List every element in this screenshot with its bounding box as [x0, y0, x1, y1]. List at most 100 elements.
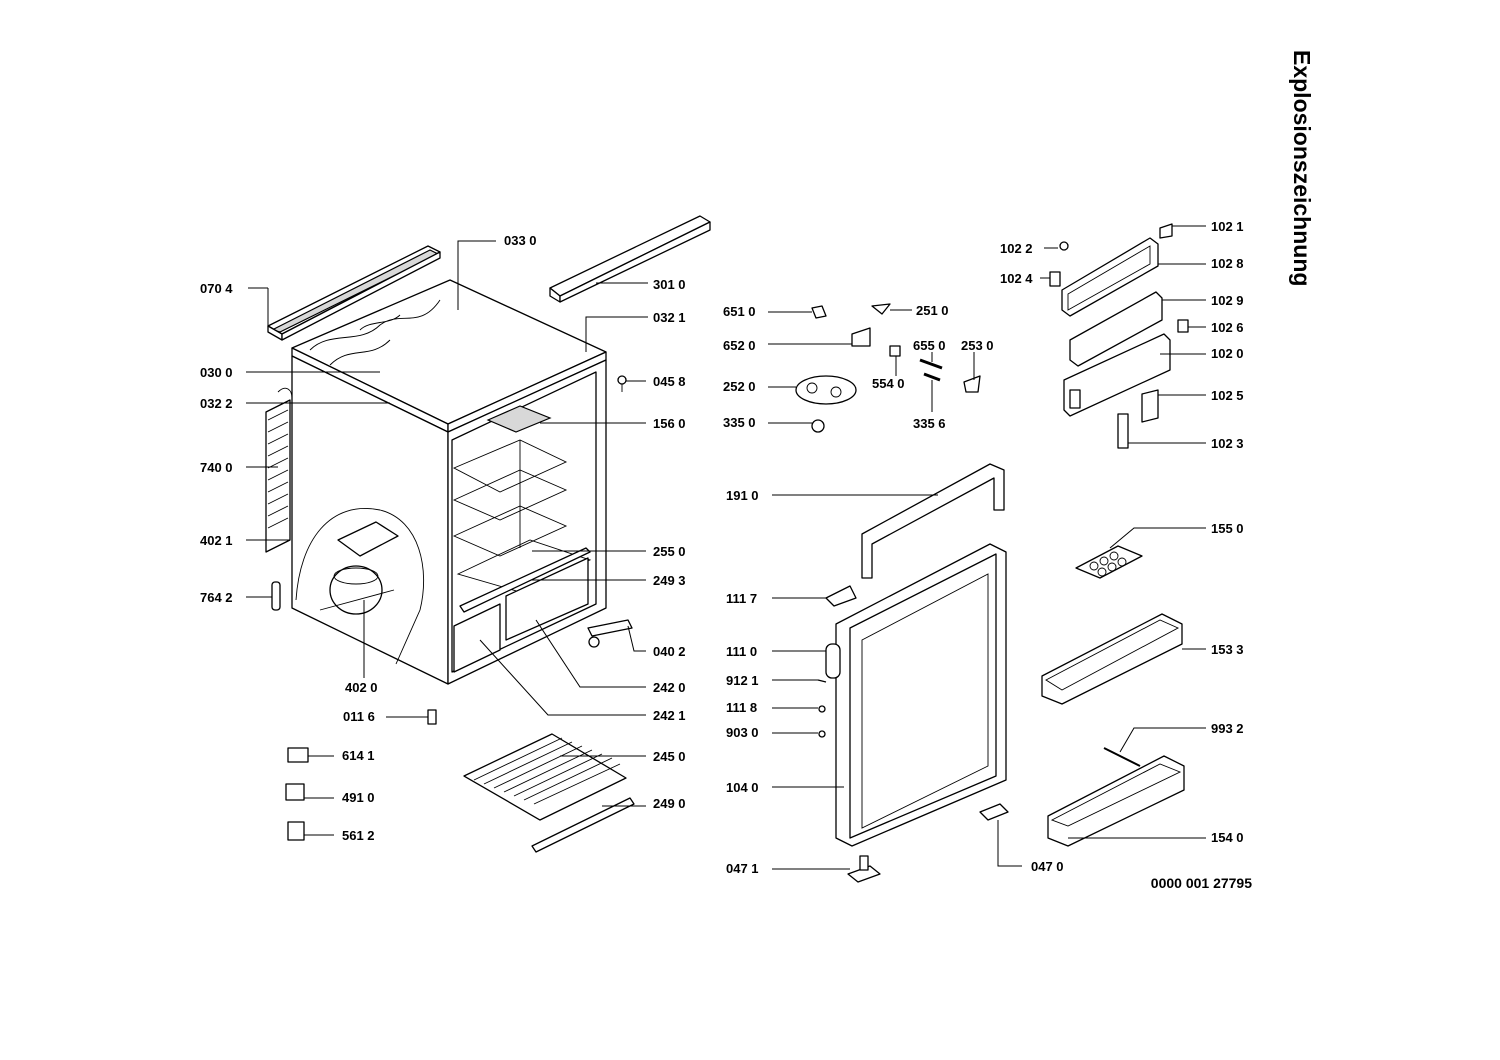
clip — [963, 375, 981, 393]
part-labels: 070 4 033 0 301 0 032 1 030 0 032 2 045 … — [200, 219, 1244, 876]
egg-tray — [1075, 545, 1143, 579]
label-402-0: 402 0 — [345, 680, 378, 695]
glass-shelves — [452, 439, 592, 593]
screw-102-2 — [1059, 241, 1069, 251]
door-assembly — [817, 463, 1009, 883]
label-251-0: 251 0 — [916, 303, 949, 318]
label-253-0: 253 0 — [961, 338, 994, 353]
label-156-0: 156 0 — [653, 416, 686, 431]
rod-2 — [923, 372, 941, 382]
thermostat-part — [287, 747, 309, 763]
label-903-0: 903 0 — [726, 725, 759, 740]
door-gasket — [861, 463, 1005, 579]
label-153-3: 153 3 — [1211, 642, 1244, 657]
label-111-7: 111 7 — [726, 591, 757, 606]
label-554-0: 554 0 — [872, 376, 905, 391]
compressor — [319, 565, 395, 615]
label-032-2: 032 2 — [200, 396, 233, 411]
top-frame — [549, 215, 711, 297]
lamp-holder — [285, 783, 305, 801]
label-245-0: 245 0 — [653, 749, 686, 764]
label-040-2: 040 2 — [653, 644, 686, 659]
thermostat-knob — [851, 327, 871, 347]
drawing-title: Explosionszeichnung — [1289, 50, 1315, 287]
label-242-1: 242 1 — [653, 708, 686, 723]
label-402-1: 402 1 — [200, 533, 233, 548]
screw-111-8 — [818, 705, 826, 713]
label-335-6: 335 6 — [913, 416, 946, 431]
label-491-0: 491 0 — [342, 790, 375, 805]
label-045-8: 045 8 — [653, 374, 686, 389]
label-301-0: 301 0 — [653, 277, 686, 292]
label-154-0: 154 0 — [1211, 830, 1244, 845]
trim-strip — [531, 797, 635, 853]
top-grille — [267, 245, 441, 341]
label-102-0: 102 0 — [1211, 346, 1244, 361]
label-335-0: 335 0 — [723, 415, 756, 430]
door-shelf-lower — [1047, 755, 1185, 847]
freezer-and-shelves — [1041, 223, 1189, 847]
label-102-6: 102 6 — [1211, 320, 1244, 335]
refrigerator-cabinet — [265, 215, 711, 853]
label-993-2: 993 2 — [1211, 721, 1244, 736]
screw-912-1 — [817, 679, 827, 683]
foot — [427, 709, 437, 725]
label-252-0: 252 0 — [723, 379, 756, 394]
screw-045-8 — [617, 375, 627, 392]
switch — [889, 345, 901, 357]
label-033-0: 033 0 — [504, 233, 537, 248]
label-102-8: 102 8 — [1211, 256, 1244, 271]
label-764-2: 764 2 — [200, 590, 233, 605]
label-249-0: 249 0 — [653, 796, 686, 811]
hinge-102-6 — [1177, 319, 1189, 333]
label-070-4: 070 4 — [200, 281, 233, 296]
bottle-retainer — [1103, 747, 1141, 767]
label-242-0: 242 0 — [653, 680, 686, 695]
hinge-040-2 — [587, 619, 633, 648]
label-102-5: 102 5 — [1211, 388, 1244, 403]
leader-lines — [246, 225, 1206, 870]
label-912-1: 912 1 — [726, 673, 759, 688]
hinge-cover — [825, 585, 857, 607]
freezer-handle — [1069, 389, 1081, 409]
freezer-door — [1063, 333, 1171, 417]
door-handle — [825, 643, 841, 679]
hinge-047-0 — [979, 803, 1009, 821]
condenser — [265, 387, 293, 560]
door-shelf-upper — [1041, 613, 1183, 705]
clip-102-4 — [1049, 271, 1061, 287]
control-parts — [795, 303, 981, 433]
label-561-2: 561 2 — [342, 828, 375, 843]
freezer-flap-frame — [1061, 237, 1159, 317]
label-102-3: 102 3 — [1211, 436, 1244, 451]
dryer-filter — [271, 581, 281, 611]
label-249-3: 249 3 — [653, 573, 686, 588]
label-102-4: 102 4 — [1000, 271, 1033, 286]
label-104-0: 104 0 — [726, 780, 759, 795]
screw-903-0 — [818, 730, 826, 738]
knob — [811, 419, 825, 433]
label-047-1: 047 1 — [726, 861, 759, 876]
label-011-6: 011 6 — [343, 709, 375, 724]
label-030-0: 030 0 — [200, 365, 233, 380]
label-614-1: 614 1 — [342, 748, 375, 763]
hinge-part-102-1 — [1159, 223, 1173, 239]
light-housing — [486, 405, 552, 433]
rod — [919, 358, 943, 370]
control-panel — [795, 375, 857, 405]
crisper-drawer-left — [453, 603, 501, 673]
label-047-0: 047 0 — [1031, 859, 1064, 874]
document-number: 0000 001 27795 — [1150, 875, 1252, 891]
rail — [459, 547, 591, 613]
label-155-0: 155 0 — [1211, 521, 1244, 536]
relay-box — [337, 521, 399, 557]
hinge-102-3 — [1117, 413, 1129, 449]
label-191-0: 191 0 — [726, 488, 759, 503]
cover-102-5 — [1141, 389, 1159, 423]
label-032-1: 032 1 — [653, 310, 686, 325]
label-651-0: 651 0 — [723, 304, 756, 319]
label-111-0: 111 0 — [726, 644, 757, 659]
label-102-1: 102 1 — [1211, 219, 1244, 234]
switch-part — [287, 821, 305, 841]
